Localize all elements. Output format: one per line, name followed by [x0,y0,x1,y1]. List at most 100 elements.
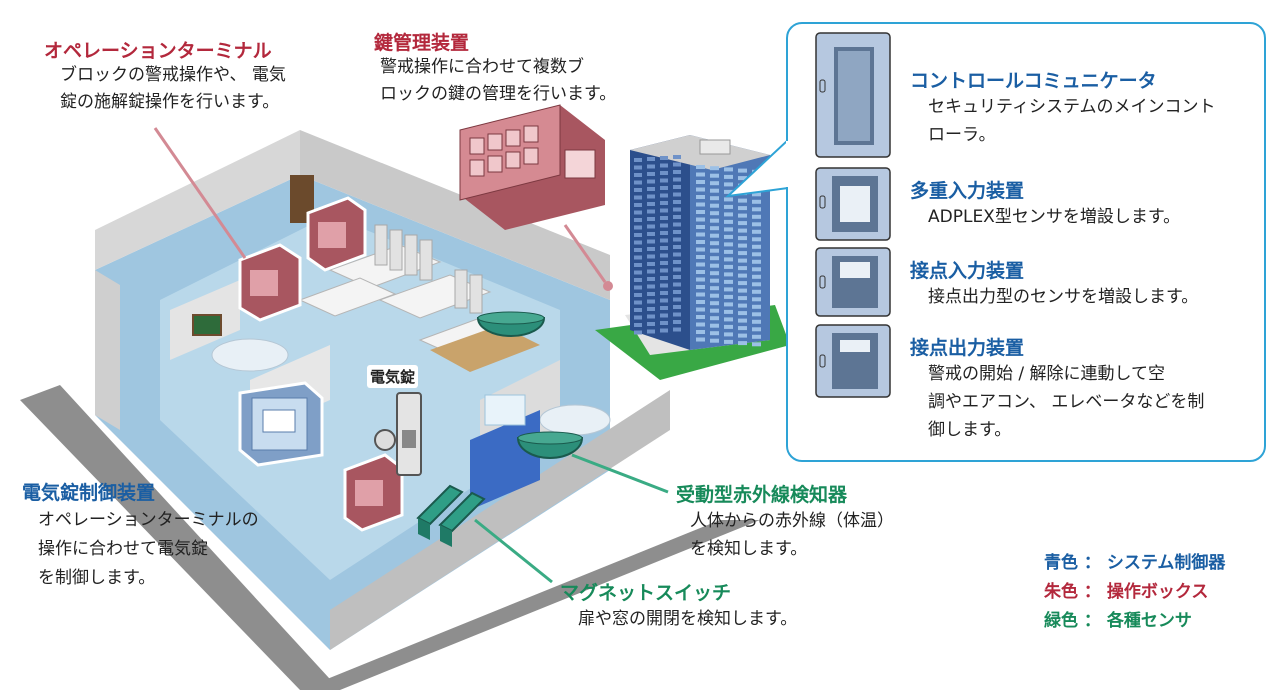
building-window [634,323,642,327]
building-window [673,275,681,279]
building-window [660,261,668,265]
back-wall-left [95,130,300,270]
building-window [738,228,747,233]
building-window [752,192,761,197]
building-window [647,307,655,311]
building-window [647,284,655,289]
building-window [696,165,705,169]
building-window [724,264,733,269]
building-window [710,263,719,268]
building-window [738,341,747,346]
building-window [752,252,761,257]
building-window [710,316,719,321]
device-desc-line: ADPLEX型センサを増設します。 [928,207,1181,227]
back-wall-right [300,130,610,300]
building-window [660,321,668,325]
building-window [710,338,719,343]
building-window [738,243,747,248]
lockers [374,224,483,314]
building-window [710,248,719,253]
legend-item-green: 緑色 ： 各種センサ [1044,611,1192,631]
magnet-switch-desc-line: 扉や窓の開閉を検知します。 [578,609,798,629]
building-window [738,221,747,226]
building-window [738,303,747,308]
building-window [634,300,642,305]
building-window [634,203,642,207]
operation-terminal-desc-line: ブロックの警戒操作や、 電気 [60,65,286,85]
magnet-switch-device [416,484,486,547]
building-window [696,337,705,342]
building-window [660,313,668,318]
building-window [738,311,747,316]
round-table-2 [539,404,611,436]
building-window [634,218,642,222]
pir-detector-desc-line: 人体からの赤外線（体温） [690,511,894,531]
blackboard [192,314,222,336]
building-window [752,319,761,324]
building-window [634,308,642,312]
building-window [738,326,747,331]
building-window [696,180,705,184]
device-title: 接点出力装置 [910,337,1025,359]
building-window [710,278,719,283]
building-window [710,181,719,186]
building-window [660,328,668,333]
legend-item-red: 朱色 ： 操作ボックス [1044,582,1209,602]
building-window [752,274,761,279]
operation-terminal-pointer [153,127,247,259]
building-window [660,283,668,288]
device-title: コントロールコミュニケータ [910,70,1157,92]
building-window [660,223,668,228]
building-window [724,219,733,224]
device-title: 接点入力装置 [910,260,1025,282]
building-window [710,331,719,336]
building-window [710,308,719,313]
building-window [634,195,642,200]
building-window [752,222,761,227]
building-window [738,296,747,301]
building-window [738,318,747,323]
building-window [752,334,761,339]
building-window [647,194,655,199]
building-window [738,258,747,263]
building-window [738,251,747,256]
building-window [738,333,747,338]
building-window [647,292,655,296]
pir-detector-desc-line: を検知します。 [690,539,808,559]
operation-terminal-desc-line: 錠の施解錠操作を行います。 [60,92,280,112]
pir-detector-1 [476,311,546,337]
building-window [752,312,761,317]
building-window [647,232,655,236]
building-window [696,315,705,319]
building-window [752,304,761,309]
building-window [647,157,655,161]
building-window [738,236,747,241]
building-window [724,272,733,277]
building-window [634,165,642,170]
building-window [724,167,733,172]
device-desc-line: 接点出力型のセンサを増設します。 [928,287,1199,307]
building-window [673,320,681,324]
building-window [634,285,642,290]
building-window [696,270,705,274]
building-window [738,206,747,211]
building-window [660,306,668,310]
building-window [752,229,761,234]
building-window [752,342,761,347]
building-window [647,224,655,229]
building-window [673,162,681,167]
building-window [647,172,655,176]
building-window [647,329,655,334]
building-window [710,226,719,231]
key-management-device [459,104,605,230]
operation-terminal-title: オペレーションターミナル [44,40,272,62]
building-window [738,168,747,173]
building-window [634,233,642,237]
electric-lock-controller-desc-line: 操作に合わせて電気錠 [38,539,208,559]
building-window [724,287,733,292]
building-window [752,327,761,332]
building-window [752,199,761,204]
building-window [724,212,733,217]
key-manager-desc-line: 警戒操作に合わせて複数ブ [380,57,584,77]
